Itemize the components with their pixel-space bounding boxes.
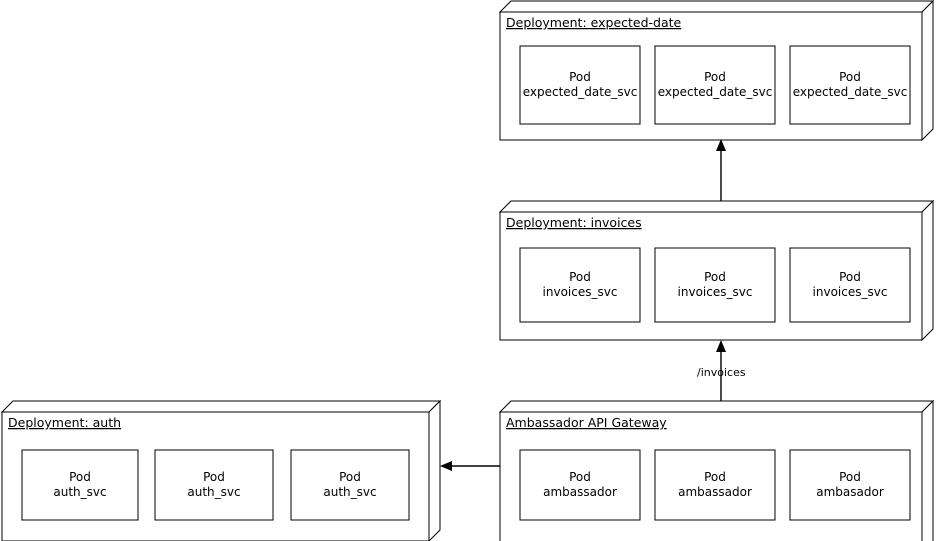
pod-expected-date-3[interactable]: Pod expected_date_svc — [790, 46, 910, 124]
pod-box — [291, 450, 409, 520]
node-invoices-title: Deployment: invoices — [506, 215, 642, 230]
pod-kind-label: Pod — [704, 70, 726, 84]
pod-kind-label: Pod — [69, 470, 91, 484]
node-expected-date-top-face — [500, 1, 933, 12]
node-expected-date-side-face — [922, 1, 933, 140]
node-auth[interactable]: Deployment: auth Pod auth_svc Pod auth_s… — [2, 401, 440, 541]
pod-name-label: expected_date_svc — [658, 85, 773, 99]
pod-box — [520, 450, 640, 520]
pod-expected-date-2[interactable]: Pod expected_date_svc — [655, 46, 775, 124]
pod-name-label: auth_svc — [323, 485, 376, 499]
pod-auth-1[interactable]: Pod auth_svc — [22, 450, 138, 520]
pod-kind-label: Pod — [569, 70, 591, 84]
edge-ambassador-to-invoices[interactable]: /invoices — [697, 340, 746, 401]
edge-ambassador-to-auth[interactable] — [440, 461, 500, 471]
pod-kind-label: Pod — [704, 270, 726, 284]
pod-invoices-3[interactable]: Pod invoices_svc — [790, 248, 910, 322]
pod-name-label: ambassador — [543, 485, 617, 499]
pod-auth-2[interactable]: Pod auth_svc — [155, 450, 273, 520]
pod-box — [655, 46, 775, 124]
pod-box — [790, 248, 910, 322]
node-expected-date[interactable]: Deployment: expected-date Pod expected_d… — [500, 1, 933, 140]
pod-kind-label: Pod — [569, 270, 591, 284]
edge-label-invoices: /invoices — [697, 366, 746, 379]
node-invoices[interactable]: Deployment: invoices Pod invoices_svc Po… — [500, 201, 933, 340]
pod-kind-label: Pod — [569, 470, 591, 484]
pod-name-label: expected_date_svc — [793, 85, 908, 99]
node-invoices-side-face — [922, 201, 933, 340]
pod-invoices-1[interactable]: Pod invoices_svc — [520, 248, 640, 322]
pod-name-label: invoices_svc — [543, 285, 618, 299]
node-auth-top-face — [2, 401, 440, 412]
pod-kind-label: Pod — [203, 470, 225, 484]
pod-kind-label: Pod — [704, 470, 726, 484]
pod-box — [655, 248, 775, 322]
node-ambassador-side-face — [922, 401, 933, 541]
pod-box — [790, 46, 910, 124]
pod-name-label: invoices_svc — [678, 285, 753, 299]
pod-expected-date-1[interactable]: Pod expected_date_svc — [520, 46, 640, 124]
node-auth-title: Deployment: auth — [8, 415, 121, 430]
arrowhead-up-icon — [716, 340, 726, 352]
node-expected-date-title: Deployment: expected-date — [506, 15, 682, 30]
node-ambassador-top-face — [500, 401, 933, 412]
pod-kind-label: Pod — [339, 470, 361, 484]
arrowhead-up-icon — [716, 139, 726, 151]
pod-box — [22, 450, 138, 520]
edge-invoices-to-expected-date[interactable] — [716, 139, 726, 201]
pod-name-label: ambassador — [678, 485, 752, 499]
pod-kind-label: Pod — [839, 70, 861, 84]
node-ambassador-title: Ambassador API Gateway — [506, 415, 667, 430]
pod-box — [790, 450, 910, 520]
pod-box — [520, 248, 640, 322]
arrowhead-left-icon — [440, 461, 452, 471]
pod-box — [520, 46, 640, 124]
pod-ambassador-3[interactable]: Pod ambasador — [790, 450, 910, 520]
node-auth-side-face — [429, 401, 440, 541]
pod-name-label: invoices_svc — [813, 285, 888, 299]
pod-ambassador-1[interactable]: Pod ambassador — [520, 450, 640, 520]
pod-ambassador-2[interactable]: Pod ambassador — [655, 450, 775, 520]
pod-name-label: ambasador — [816, 485, 884, 499]
pod-name-label: expected_date_svc — [523, 85, 638, 99]
node-invoices-top-face — [500, 201, 933, 212]
pod-box — [655, 450, 775, 520]
pod-name-label: auth_svc — [53, 485, 106, 499]
pod-invoices-2[interactable]: Pod invoices_svc — [655, 248, 775, 322]
pod-name-label: auth_svc — [187, 485, 240, 499]
pod-auth-3[interactable]: Pod auth_svc — [291, 450, 409, 520]
pod-box — [155, 450, 273, 520]
pod-kind-label: Pod — [839, 270, 861, 284]
node-ambassador[interactable]: Ambassador API Gateway Pod ambassador Po… — [500, 401, 933, 541]
pod-kind-label: Pod — [839, 470, 861, 484]
